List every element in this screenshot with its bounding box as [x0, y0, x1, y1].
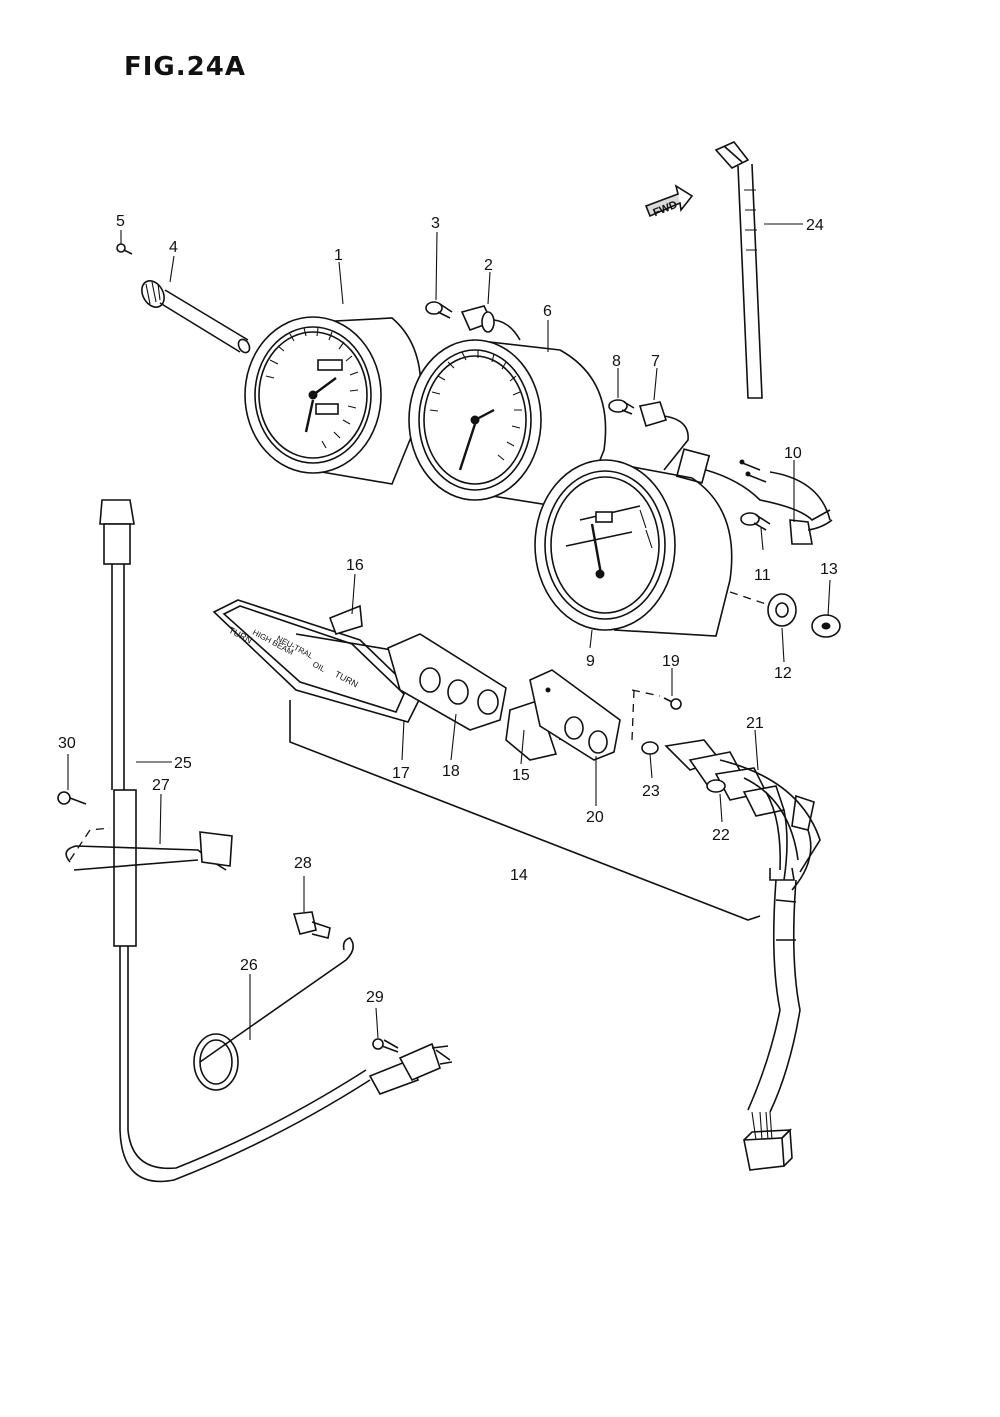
callout-19: 19 [662, 653, 680, 670]
bulb-3 [425, 301, 453, 319]
callout-9: 9 [586, 653, 595, 670]
callout-15: 15 [512, 767, 530, 784]
callout-23: 23 [642, 783, 660, 800]
stay-27 [65, 831, 233, 871]
bolt-28 [292, 911, 331, 939]
callout-13: 13 [820, 561, 838, 578]
callout-8: 8 [612, 353, 621, 370]
bulb-socket-2 [460, 305, 521, 341]
callout-30: 30 [58, 735, 76, 752]
callout-6: 6 [543, 303, 552, 320]
callout-11: 11 [754, 567, 771, 584]
callout-numbers: 1 2 3 4 5 6 7 8 9 10 11 12 13 14 15 16 1… [58, 213, 838, 1006]
callout-3: 3 [431, 215, 440, 232]
screw-30 [57, 791, 87, 805]
callout-24: 24 [806, 217, 824, 234]
callout-10: 10 [784, 445, 802, 462]
figure-title: FIG.24A [124, 52, 246, 82]
callout-2: 2 [484, 257, 493, 274]
callout-14: 14 [510, 867, 528, 884]
bulb-socket-10 [789, 519, 833, 545]
nut-13 [811, 614, 841, 638]
meter-wiring [675, 448, 831, 521]
spring-26 [193, 937, 354, 1091]
bulb-11 [740, 512, 771, 531]
callout-25: 25 [174, 755, 192, 772]
cable-adjuster-4 [141, 280, 251, 354]
wire-harness-main [743, 879, 801, 1171]
callout-28: 28 [294, 855, 312, 872]
callout-29: 29 [366, 989, 384, 1006]
holder-20 [529, 669, 621, 761]
callout-20: 20 [586, 809, 604, 826]
indicator-harness-21 [641, 739, 821, 891]
leader-lines [67, 223, 831, 1040]
speedometer-cable-25 [99, 499, 453, 1183]
callout-12: 12 [774, 665, 792, 682]
screw-5 [116, 243, 133, 255]
callout-17: 17 [392, 765, 410, 782]
bulb-8 [608, 399, 635, 415]
callout-22: 22 [712, 827, 730, 844]
callout-18: 18 [442, 763, 460, 780]
callout-16: 16 [346, 557, 364, 574]
grommet-12 [767, 593, 797, 627]
indicator-housing-18 [387, 633, 507, 731]
callout-5: 5 [116, 213, 125, 230]
indicator-panel-17: TURN HIGH BEAM NEU-TRAL OIL TURN [212, 599, 421, 723]
callout-26: 26 [240, 957, 258, 974]
assembly-bracket-14 [289, 700, 761, 921]
callout-21: 21 [746, 715, 764, 732]
screw-29 [372, 1038, 399, 1053]
callout-1: 1 [334, 247, 343, 264]
bulb-socket-7 [638, 401, 689, 471]
speedometer-1 [244, 316, 422, 485]
callout-4: 4 [169, 239, 178, 256]
callout-27: 27 [152, 777, 170, 794]
tachometer-6 [408, 339, 607, 511]
cable-tie [714, 141, 763, 399]
screw-19 [663, 697, 682, 710]
gauge-9 [534, 459, 733, 637]
callout-7: 7 [651, 353, 660, 370]
fwd-arrow: FWD [644, 184, 694, 219]
